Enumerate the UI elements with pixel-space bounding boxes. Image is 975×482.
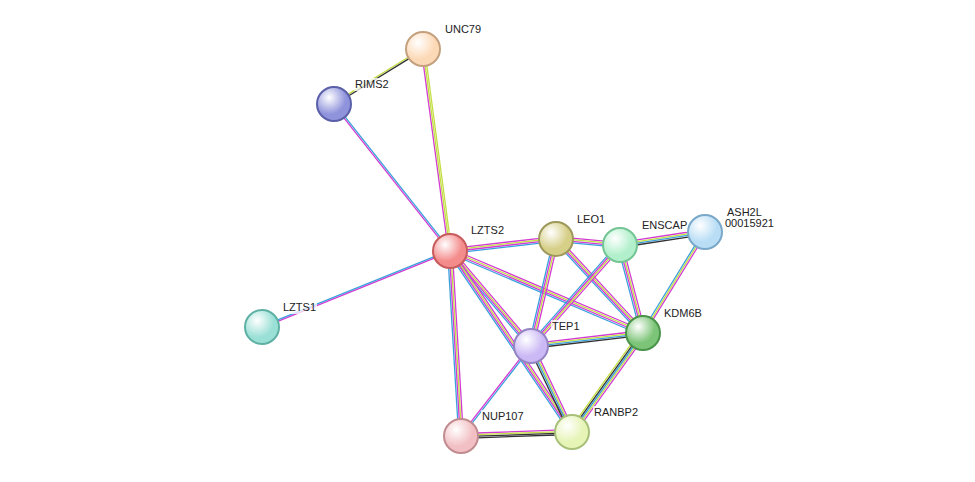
protein-node: UNC79 — [405, 31, 441, 67]
interaction-edge — [536, 359, 568, 418]
edge-strand — [547, 337, 627, 346]
edge-strand — [622, 261, 637, 318]
protein-node: RIMS2 — [316, 86, 352, 122]
edge-strand — [625, 260, 640, 317]
edge-strand — [461, 263, 521, 334]
edge-strand — [449, 267, 458, 420]
node-label: RANBP2 — [593, 406, 639, 419]
edge-strand — [277, 256, 435, 320]
interaction-edge — [547, 333, 628, 347]
edge-strand — [542, 258, 610, 335]
node-label: RIMS2 — [354, 78, 390, 91]
label-text: 00015921 — [724, 217, 775, 230]
interaction-edge — [477, 430, 556, 438]
edge-strand — [636, 235, 689, 243]
edge-strand — [623, 261, 638, 318]
interaction-edge — [347, 57, 410, 97]
protein-node: RANBP2 — [554, 414, 590, 450]
edge-strand — [343, 117, 439, 239]
node-label: LEO1 — [576, 213, 606, 226]
interaction-edge — [466, 238, 541, 251]
protein-node: LZTS1 — [244, 309, 280, 345]
edge-strand — [460, 264, 564, 419]
protein-node: KDM6B — [625, 315, 661, 351]
edge-strand — [466, 242, 540, 250]
edge-strand — [540, 255, 608, 332]
node-label: TEP1 — [551, 320, 581, 333]
protein-node: ENSCAP — [602, 227, 638, 263]
edge-strand — [461, 263, 565, 418]
interaction-edge — [622, 260, 642, 318]
edge-strand — [347, 57, 409, 95]
edge-strand — [277, 258, 435, 322]
node-label: KDM6B — [663, 307, 703, 320]
interaction-edge — [424, 65, 450, 236]
edge-strand — [636, 237, 689, 245]
interaction-edge — [636, 232, 690, 245]
edge-strand — [427, 65, 450, 235]
edge-strand — [534, 254, 552, 330]
node-label: NUP107 — [481, 410, 525, 423]
interaction-edge — [572, 238, 605, 246]
edge-strand — [424, 65, 447, 235]
protein-node: LEO1 — [538, 221, 574, 257]
node-label: ENSCAP — [641, 219, 688, 232]
protein-node: LZTS2 — [432, 233, 468, 269]
edge-strand — [547, 336, 627, 345]
node-label: UNC79 — [444, 23, 482, 36]
edge-strand — [477, 435, 556, 438]
protein-node: ASH2L — [687, 214, 723, 250]
edge-strand — [348, 58, 410, 96]
interaction-edge — [449, 267, 463, 420]
protein-node: TEP1 — [513, 328, 549, 364]
edge-strand — [425, 65, 448, 235]
edge-strand — [536, 362, 563, 419]
node-label: LZTS2 — [470, 224, 505, 237]
edge-strand — [532, 254, 550, 330]
edge-strand — [541, 257, 609, 334]
node-label: LZTS1 — [282, 301, 317, 314]
edge-strand — [540, 359, 567, 416]
interaction-edge — [540, 255, 611, 335]
edge-strand — [450, 267, 459, 420]
edge-strand — [572, 243, 604, 246]
interaction-edge — [277, 256, 436, 321]
interaction-edge — [343, 116, 440, 239]
protein-node: NUP107 — [443, 418, 479, 454]
edge-strand — [537, 361, 564, 418]
edge-strand — [539, 360, 566, 417]
edge-strand — [345, 116, 441, 238]
edge-strand — [543, 259, 611, 336]
edge-strand — [466, 243, 540, 251]
